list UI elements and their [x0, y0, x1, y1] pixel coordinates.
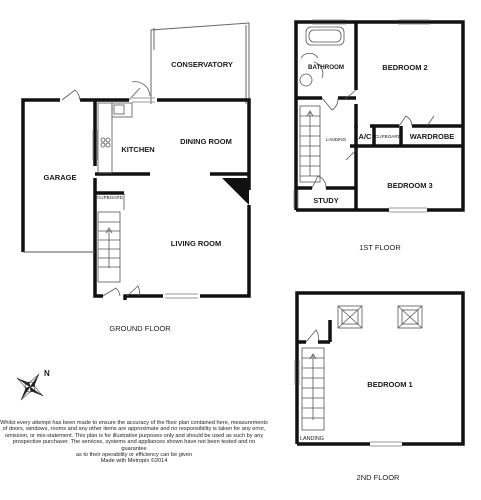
disclaimer-line: Made with Metropix ©2014	[100, 458, 168, 465]
ground-floor-plan: CONSERVATORY KITCHEN DINING ROOM GARAGE …	[21, 22, 251, 333]
kitchen-units	[97, 102, 133, 174]
disclaimer: Whilst every attempt has been made to en…	[0, 420, 268, 465]
disclaimer-line: prospective purchaser. The services, sys…	[12, 439, 256, 452]
ground-floor-title: GROUND FLOOR	[109, 324, 171, 333]
disclaimer-line: omission, or mis-statement. This plan is…	[4, 432, 264, 439]
conservatory-outline	[150, 22, 250, 104]
second-floor-stairs	[301, 347, 325, 431]
disclaimer-line: as to their operability or efficiency ca…	[75, 452, 193, 459]
living-room-label: LIVING ROOM	[171, 239, 221, 248]
second-floor-title: 2ND FLOOR	[357, 473, 401, 482]
garage-label: GARAGE	[44, 173, 77, 182]
bedroom-3-label: BEDROOM 3	[387, 181, 432, 190]
dining-room-label: DINING ROOM	[180, 137, 232, 146]
conservatory-label: CONSERVATORY	[171, 60, 233, 69]
bedroom-2-label: BEDROOM 2	[382, 63, 427, 72]
second-floor-plan: BEDROOM 1 LANDING 2ND FLOOR	[294, 291, 465, 482]
first-floor-title: 1ST FLOOR	[359, 243, 401, 252]
ground-floor-doors	[61, 81, 151, 297]
ground-cupboard-label: CUPBOARD	[97, 195, 124, 200]
study-label: STUDY	[313, 196, 338, 205]
bathroom-label: BATHROOM	[308, 64, 344, 71]
wardrobe-label: WARDROBE	[410, 132, 455, 141]
second-floor-windows	[294, 360, 402, 447]
second-floor-door	[305, 329, 319, 343]
compass-rose	[16, 373, 44, 401]
second-floor-walls	[295, 291, 465, 446]
landing-label: LANDING	[326, 137, 347, 142]
compass-north-label: N	[44, 369, 50, 378]
ac-label: A/C	[359, 132, 373, 141]
first-floor-walls	[294, 20, 465, 212]
disclaimer-line: of doors, windows, rooms and any other i…	[2, 426, 266, 433]
skylights	[337, 305, 423, 329]
garage-walls	[21, 98, 95, 252]
second-landing-label: LANDING	[300, 436, 324, 442]
ground-floor-walls	[93, 98, 251, 300]
kitchen-label: KITCHEN	[121, 145, 154, 154]
first-floor-stairs	[299, 105, 321, 183]
first-cupboard-label: CUPBOARD	[375, 134, 402, 139]
ground-floor-windows	[92, 97, 198, 299]
ground-floor-stairs	[97, 211, 121, 283]
bedroom-1-label: BEDROOM 1	[367, 380, 412, 389]
disclaimer-line: Whilst every attempt has been made to en…	[0, 420, 268, 426]
bathroom-fittings	[299, 26, 345, 87]
first-floor-windows	[293, 19, 430, 213]
chimney-breast	[222, 178, 249, 205]
first-floor-plan: BATHROOM BEDROOM 2 LANDING A/C CUPBOARD …	[293, 19, 465, 252]
